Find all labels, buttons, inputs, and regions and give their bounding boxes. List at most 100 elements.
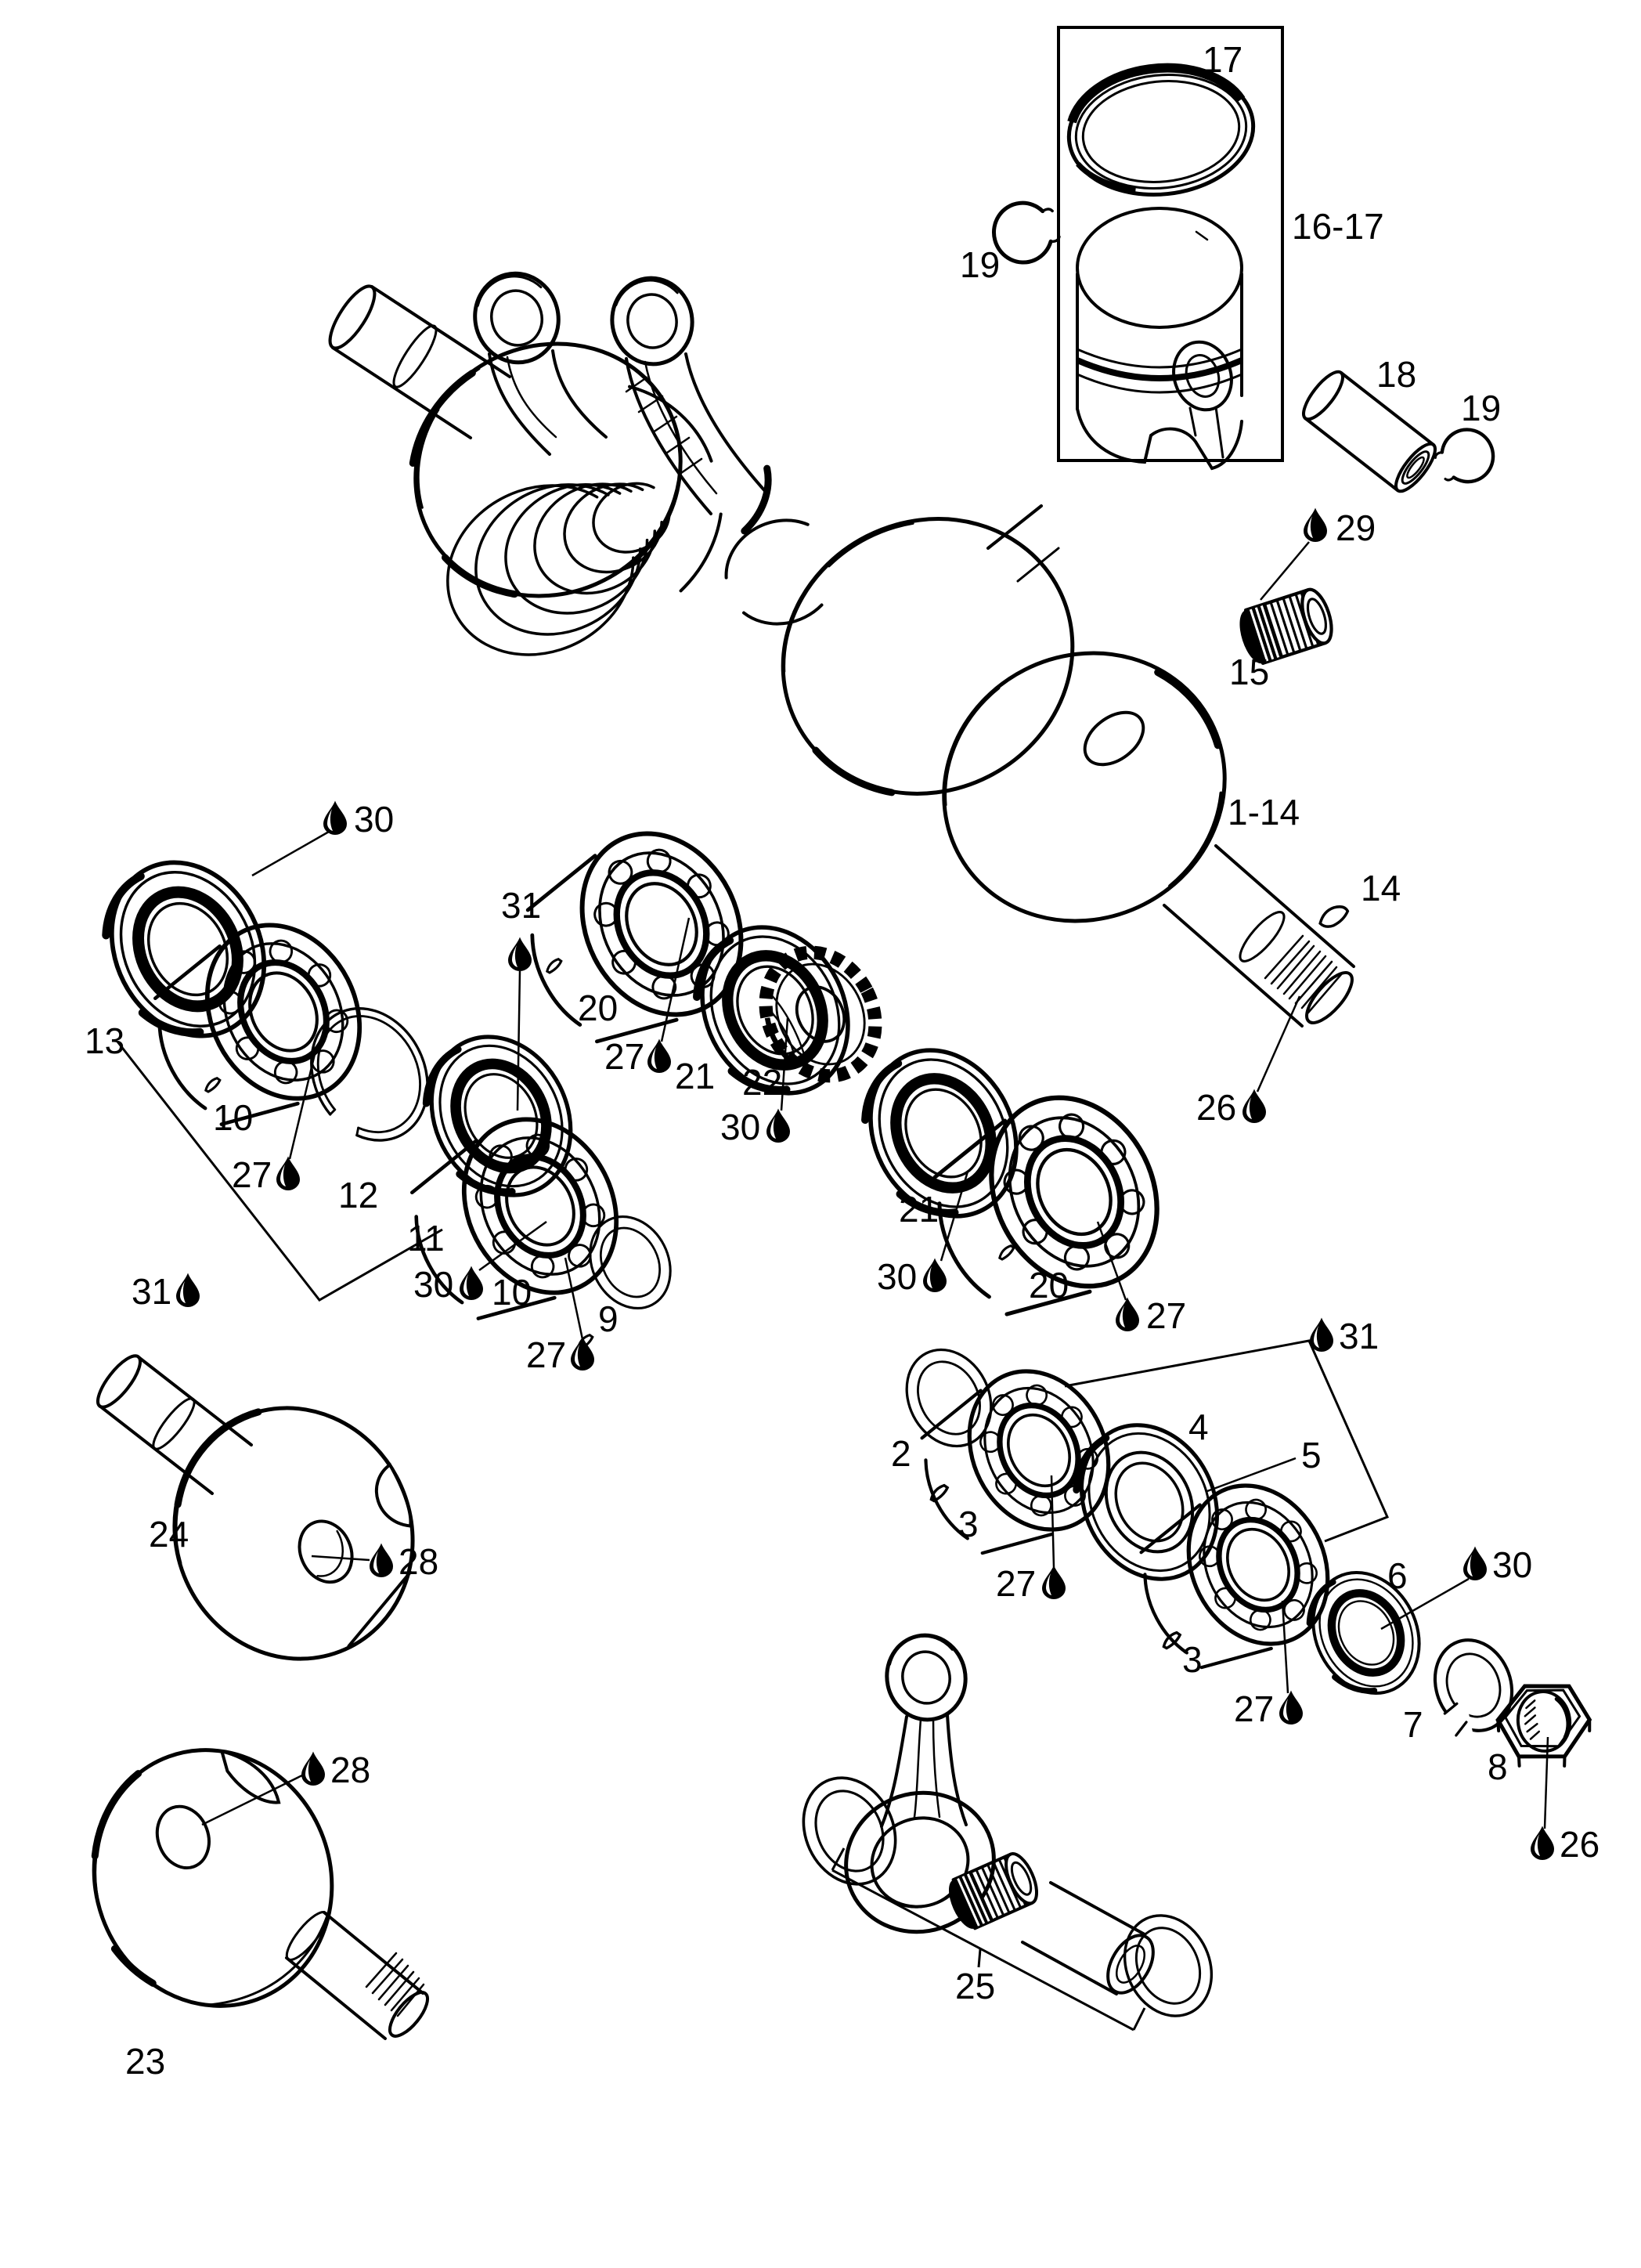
part-label-28a: 28 bbox=[399, 1541, 438, 1582]
crankshaft-assembly bbox=[328, 271, 1355, 1027]
oil-drop-icon bbox=[276, 1157, 300, 1190]
part-callout-27e: 27 bbox=[996, 1475, 1066, 1604]
connecting-rod-right bbox=[610, 276, 824, 626]
part-label-9: 9 bbox=[598, 1298, 619, 1339]
part-label-13: 13 bbox=[85, 1020, 124, 1061]
hex-nut-8 bbox=[1493, 1678, 1596, 1774]
part-callout-21b: 21 bbox=[899, 1189, 939, 1230]
part-callout-29: 29 bbox=[1260, 507, 1376, 601]
part-callout-27a: 27 bbox=[232, 1053, 316, 1195]
part-label-6: 6 bbox=[1387, 1555, 1408, 1596]
part-label-31a: 31 bbox=[501, 885, 541, 926]
part-callout-30d: 30 bbox=[877, 1171, 969, 1297]
part-callout-27d: 27 bbox=[1096, 1221, 1186, 1336]
part-label-10a: 10 bbox=[213, 1097, 253, 1138]
part-callout-21a: 21 bbox=[675, 1056, 715, 1096]
connecting-rod-kit-25 bbox=[784, 1633, 1229, 2032]
oil-drop-icon bbox=[460, 1267, 483, 1300]
crank-half-23 bbox=[91, 1748, 430, 2040]
part-label-31c: 31 bbox=[1339, 1316, 1379, 1356]
part-label-25: 25 bbox=[955, 1966, 995, 2006]
piston-kit-box bbox=[1057, 26, 1284, 462]
part-label-12: 12 bbox=[338, 1175, 378, 1215]
part-callout-31a: 31 bbox=[501, 885, 541, 1111]
part-callout-6: 6 bbox=[1387, 1555, 1408, 1596]
part-callout-30e: 30 bbox=[1380, 1544, 1532, 1631]
key-sliver bbox=[543, 956, 565, 975]
dim-25-line bbox=[831, 1869, 1134, 2031]
part-callout-27b: 27 bbox=[526, 1257, 594, 1375]
part-callout-22: 22 bbox=[742, 1062, 782, 1103]
part-callout-3a: 3 bbox=[958, 1504, 979, 1544]
leader-line bbox=[1543, 1736, 1549, 1829]
part-label-14: 14 bbox=[1361, 868, 1401, 908]
connecting-rod-left bbox=[473, 271, 608, 456]
part-label-8: 8 bbox=[1488, 1746, 1508, 1787]
part-callout-24: 24 bbox=[149, 1514, 189, 1555]
part-label-30e: 30 bbox=[1492, 1544, 1532, 1585]
part-callout-18: 18 bbox=[1376, 354, 1416, 395]
oil-drop-icon bbox=[1463, 1548, 1487, 1580]
part-label-27b: 27 bbox=[526, 1334, 566, 1375]
part-label-24: 24 bbox=[149, 1514, 189, 1555]
part-label-22: 22 bbox=[742, 1062, 782, 1103]
part-label-16-17: 16-17 bbox=[1292, 206, 1384, 247]
oil-drop-icon bbox=[176, 1274, 200, 1307]
part-callout-1-14: 1-14 bbox=[1228, 792, 1300, 832]
part-label-15: 15 bbox=[1229, 652, 1269, 692]
part-label-5: 5 bbox=[1301, 1435, 1322, 1475]
oil-drop-icon bbox=[323, 802, 347, 835]
part-label-26b: 26 bbox=[1560, 1824, 1600, 1865]
oil-drop-icon bbox=[571, 1338, 594, 1371]
leader-line bbox=[1096, 1221, 1127, 1301]
oil-drop-icon bbox=[1279, 1692, 1303, 1724]
part-callout-4: 4 bbox=[1188, 1407, 1209, 1447]
key-sliver bbox=[995, 1243, 1018, 1262]
snap-ring-12 bbox=[287, 987, 451, 1162]
part-callout-14: 14 bbox=[1361, 868, 1401, 908]
leader-line bbox=[251, 830, 330, 877]
part-label-30d: 30 bbox=[877, 1256, 917, 1297]
oil-drop-icon bbox=[301, 1753, 325, 1786]
part-label-19L: 19 bbox=[960, 244, 1000, 285]
part-callout-3b: 3 bbox=[1182, 1639, 1203, 1680]
part-label-27c: 27 bbox=[604, 1036, 644, 1077]
oil-drop-icon bbox=[647, 1040, 671, 1073]
ball-bearing-3b bbox=[1119, 1461, 1354, 1690]
leader-line bbox=[288, 1053, 316, 1160]
oil-drop-icon bbox=[923, 1259, 947, 1292]
part-label-30c: 30 bbox=[720, 1107, 760, 1147]
leader-line bbox=[478, 1220, 547, 1272]
part-label-17: 17 bbox=[1203, 39, 1242, 80]
part-label-19R: 19 bbox=[1461, 388, 1501, 428]
part-label-4: 4 bbox=[1188, 1407, 1209, 1447]
leader-line bbox=[1260, 541, 1310, 601]
part-callout-8: 8 bbox=[1488, 1746, 1508, 1787]
part-label-7: 7 bbox=[1403, 1704, 1423, 1745]
part-callout-12: 12 bbox=[338, 1175, 378, 1215]
part-callout-31c: 31 bbox=[1310, 1316, 1379, 1356]
part-callout-28b: 28 bbox=[201, 1750, 370, 1826]
circlip-19-right bbox=[1430, 421, 1502, 493]
part-callout-13: 13 bbox=[85, 1020, 124, 1061]
leader-line bbox=[1256, 995, 1301, 1092]
dim-25-tick-l bbox=[831, 1847, 846, 1871]
dim-25-stub bbox=[977, 1948, 982, 1968]
part-callout-2: 2 bbox=[891, 1433, 911, 1474]
leader-line bbox=[1050, 1475, 1055, 1568]
part-label-27d: 27 bbox=[1146, 1295, 1186, 1336]
part-label-26a: 26 bbox=[1196, 1087, 1236, 1128]
woodruff-key-14 bbox=[1318, 905, 1350, 928]
oil-drop-icon bbox=[1042, 1566, 1066, 1599]
part-callout-16-17: 16-17 bbox=[1292, 206, 1384, 247]
leader-line bbox=[1206, 1457, 1297, 1493]
seal-4-with-ring-5 bbox=[1073, 1423, 1220, 1581]
piston-pin-18 bbox=[1302, 370, 1437, 493]
part-callout-20a: 20 bbox=[578, 988, 618, 1028]
part-label-3b: 3 bbox=[1182, 1639, 1203, 1680]
quad-bracket-31 bbox=[1064, 1339, 1390, 1543]
part-callout-10b: 10 bbox=[492, 1272, 532, 1313]
part-callout-10a: 10 bbox=[213, 1097, 253, 1138]
